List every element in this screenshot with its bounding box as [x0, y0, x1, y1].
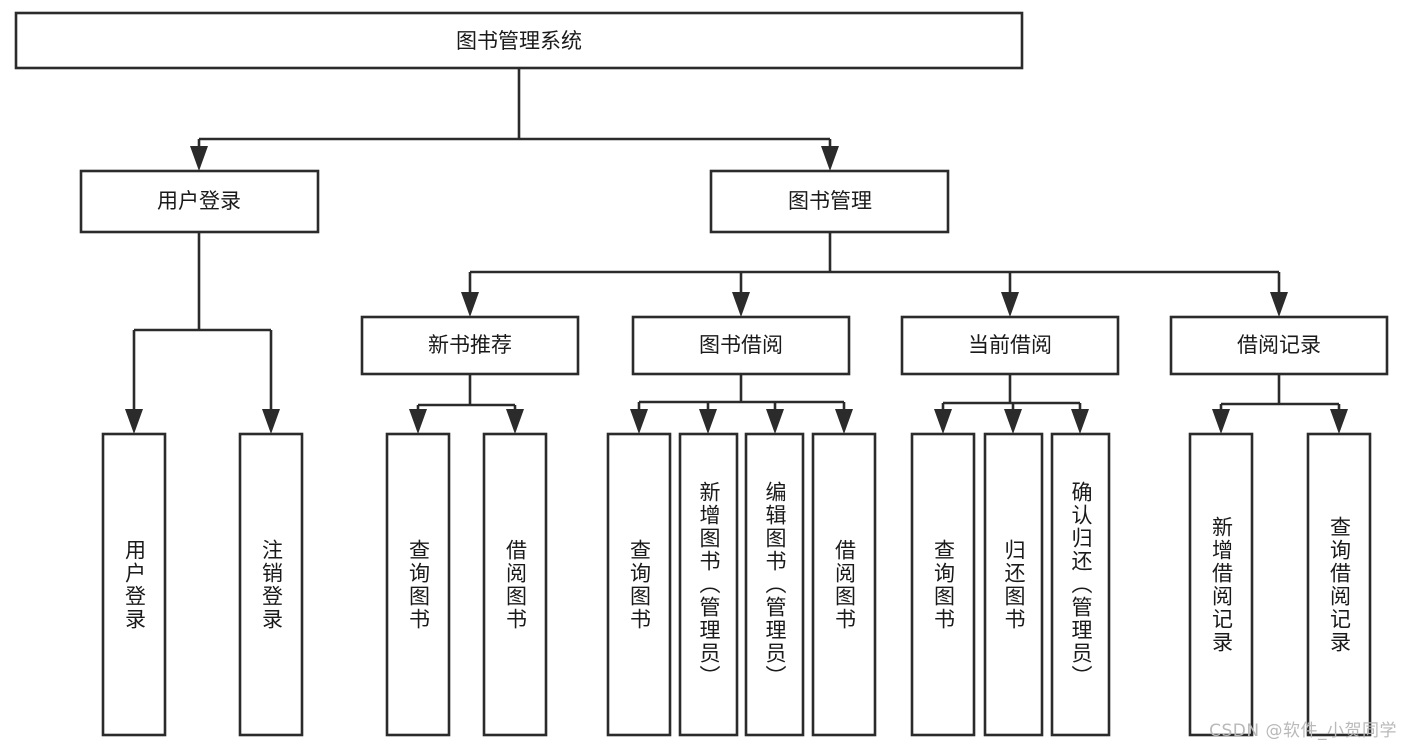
arrow-head-record-leaf-2	[1330, 409, 1348, 434]
node-root-book-management-system[interactable]	[14, 11, 1024, 70]
arrow-head-current-leaf-3	[1071, 409, 1089, 434]
node-current-borrowing[interactable]	[900, 315, 1120, 376]
arrow-head-borrow-record	[1270, 292, 1288, 317]
node-leaf-query-borrow-record[interactable]	[1306, 432, 1372, 737]
arrow-head-borrow-leaf-3	[766, 409, 784, 434]
label-user-login: 用户登录	[157, 189, 241, 213]
arrow-head-newbook-leaf-1	[409, 409, 427, 434]
label-current-borrowing: 当前借阅	[968, 333, 1052, 357]
connector-layer	[125, 68, 1348, 434]
label-book-borrowing: 图书借阅	[699, 333, 783, 357]
label-root: 图书管理系统	[456, 29, 582, 53]
node-book-management[interactable]	[709, 169, 950, 234]
arrow-head-book-mgmt	[821, 146, 839, 171]
node-leaf-return-books[interactable]	[983, 432, 1044, 737]
arrow-head-user-login	[190, 146, 208, 171]
node-leaf-borrow-books-rec[interactable]	[482, 432, 548, 737]
arrow-head-current-leaf-1	[934, 409, 952, 434]
node-leaf-add-book-admin[interactable]	[678, 432, 739, 737]
label-borrow-records: 借阅记录	[1237, 333, 1321, 357]
arrow-head-leaf-user-login	[125, 409, 143, 434]
arrow-head-leaf-logout	[262, 409, 280, 434]
horizontal-label-layer: 图书管理系统 用户登录 图书管理 新书推荐 图书借阅 当前借阅 借阅记录	[157, 29, 1321, 357]
node-leaf-confirm-return-admin[interactable]	[1050, 432, 1111, 737]
arrow-head-current-leaf-2	[1004, 409, 1022, 434]
node-leaf-query-books-current[interactable]	[910, 432, 976, 737]
node-leaf-edit-book-admin[interactable]	[744, 432, 805, 737]
node-new-book-recommendation[interactable]	[360, 315, 580, 376]
node-leaf-query-books-borrow[interactable]	[606, 432, 672, 737]
arrow-head-borrow-leaf-4	[835, 409, 853, 434]
node-leaf-user-login[interactable]	[101, 432, 167, 737]
node-borrow-records[interactable]	[1169, 315, 1389, 376]
arrow-head-borrow-leaf-1	[630, 409, 648, 434]
arrow-head-newbook-leaf-2	[506, 409, 524, 434]
node-leaf-add-borrow-record[interactable]	[1188, 432, 1254, 737]
watermark-text: CSDN @软件_小贺同学	[1209, 721, 1397, 741]
label-book-management: 图书管理	[788, 189, 872, 213]
node-user-login[interactable]	[79, 169, 320, 234]
node-leaf-borrow-books[interactable]	[811, 432, 877, 737]
node-leaf-logout[interactable]	[238, 432, 304, 737]
node-book-borrowing[interactable]	[631, 315, 851, 376]
arrow-head-record-leaf-1	[1212, 409, 1230, 434]
arrow-head-borrow-leaf-2	[699, 409, 717, 434]
label-new-book-recommendation: 新书推荐	[428, 333, 512, 357]
arrow-head-new-book-rec	[461, 292, 479, 317]
node-leaf-query-books-rec[interactable]	[385, 432, 451, 737]
arrow-head-current-borrow	[1001, 292, 1019, 317]
arrow-head-book-borrow	[732, 292, 750, 317]
node-box-layer	[14, 11, 1389, 737]
